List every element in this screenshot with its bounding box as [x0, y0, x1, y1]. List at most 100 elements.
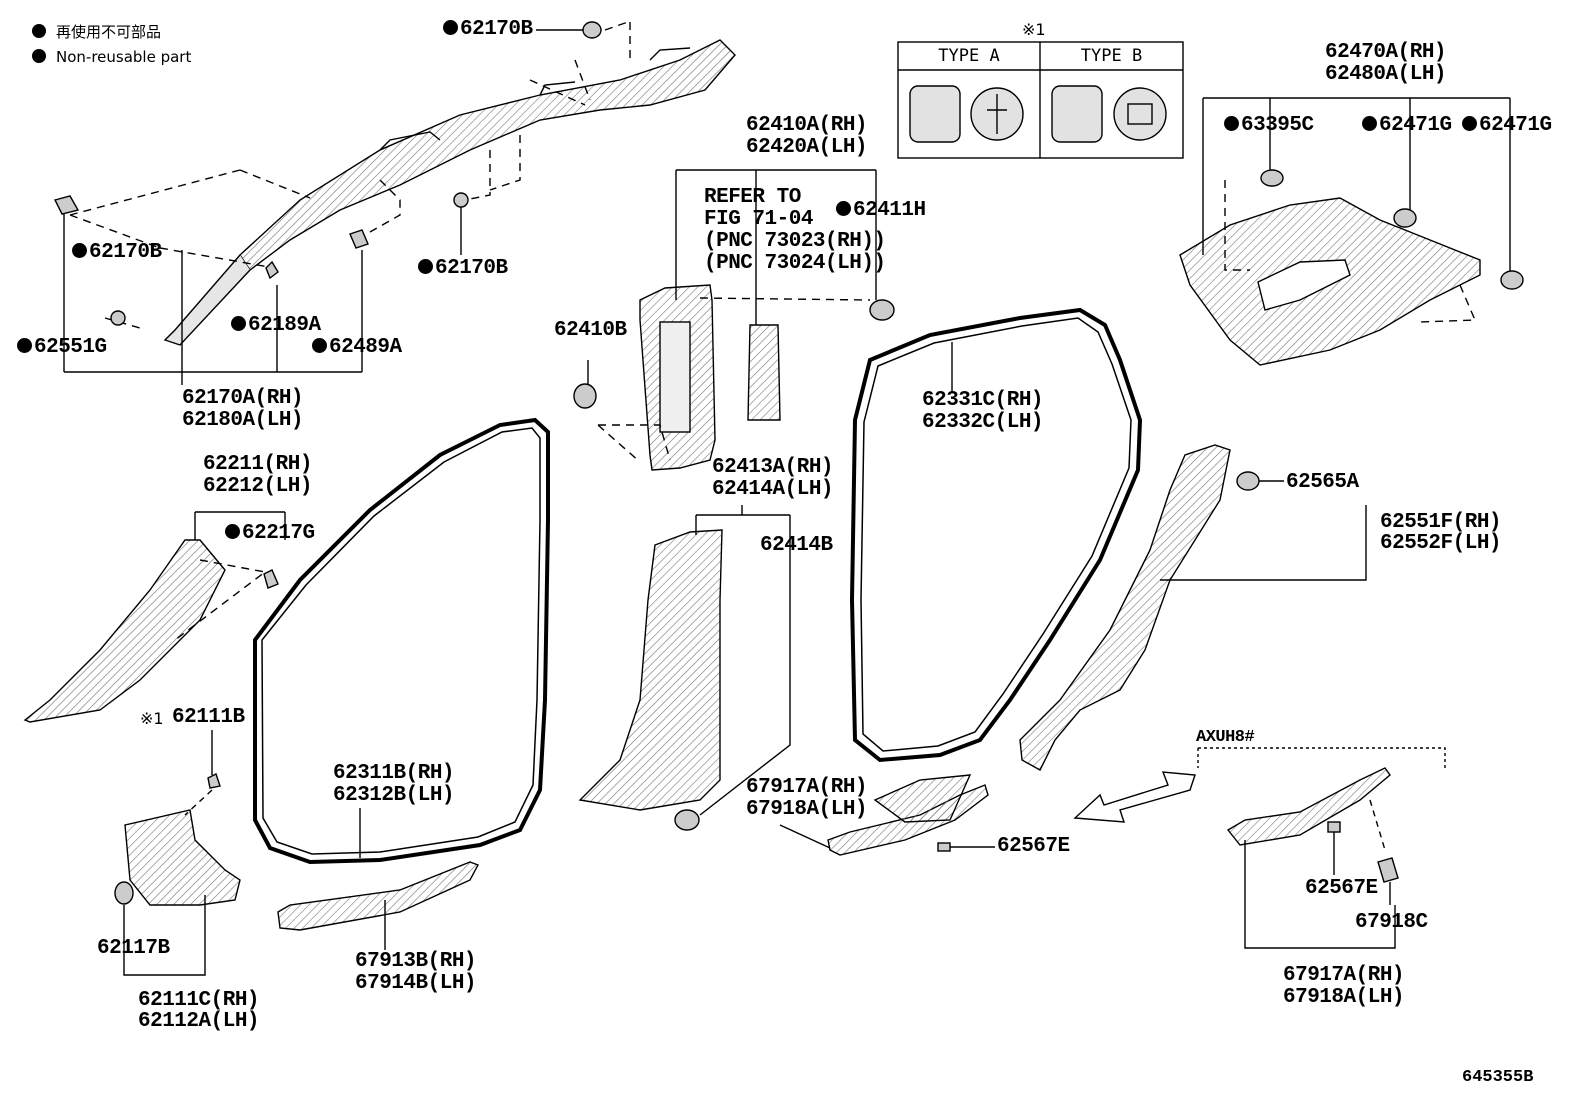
clip-62170B-top — [536, 21, 602, 39]
callout-62112A-lh: 62112A(LH) — [138, 1010, 260, 1033]
callout-62111C-rh: 62111C(RH) — [138, 989, 260, 1012]
type-table-note-mark: ※1 — [1022, 20, 1046, 39]
callout-62170B-left: 62170B — [72, 242, 162, 264]
legend-jp: 再使用不可部品 — [32, 24, 161, 40]
quarter-trim-panel — [1179, 197, 1481, 366]
non-reusable-dot-icon — [418, 259, 433, 274]
bracket-62170A — [64, 250, 363, 373]
callout-62410A-rh: 62410A(RH) — [746, 114, 868, 137]
type-b-label: TYPE B — [1080, 46, 1143, 66]
callout-text: 62471G — [1379, 114, 1452, 137]
type-a-label: TYPE A — [938, 46, 1000, 66]
callout-62489A: 62489A — [312, 337, 402, 359]
refer-note-line-3: (PNC 73023(RH)) — [704, 230, 886, 253]
callout-62551G: 62551G — [17, 337, 107, 359]
front-pillar-garnish — [23, 539, 226, 723]
cowl-side-trim — [124, 809, 241, 906]
callout-62180A-lh: 62180A(LH) — [182, 409, 304, 432]
callout-text: 62471G — [1479, 114, 1552, 137]
callout-62311B-rh: 62311B(RH) — [333, 762, 455, 785]
roof-dashed-guide — [69, 169, 311, 269]
axuh-arrow — [1073, 771, 1196, 823]
callout-text: 62189A — [248, 314, 321, 337]
clip-62567E — [937, 842, 951, 852]
roof-dashed-guide-2 — [529, 21, 631, 106]
bracket-62211 — [194, 511, 286, 540]
refer-note-line-4: (PNC 73024(LH)) — [704, 252, 886, 275]
non-reusable-dot-icon — [225, 524, 240, 539]
rear-scuff-plate — [827, 774, 989, 856]
non-reusable-dot-icon — [72, 243, 87, 258]
legend-en-text: Non-reusable part — [56, 48, 192, 66]
callout-62170B-top: 62170B — [443, 19, 533, 41]
callout-text: 62170B — [89, 241, 162, 264]
callout-text: 62170B — [460, 18, 533, 41]
non-reusable-dot-icon — [17, 338, 32, 353]
legend-jp-text: 再使用不可部品 — [56, 23, 162, 41]
clip-62170B-left — [110, 310, 126, 326]
non-reusable-dot-icon — [1362, 116, 1377, 131]
callout-62212-lh: 62212(LH) — [203, 475, 312, 498]
callout-text: 63395C — [1241, 114, 1314, 137]
callout-text: 62217G — [242, 522, 315, 545]
callout-63395C: 63395C — [1224, 115, 1314, 137]
center-pillar-lower-garnish — [578, 529, 723, 811]
callout-text: 62489A — [329, 336, 402, 359]
legend-en: Non-reusable part — [32, 49, 191, 65]
clip-62471G-1 — [1393, 208, 1417, 228]
callout-62111B-mark: ※1 — [140, 709, 164, 728]
callout-67918C: 67918C — [1355, 911, 1428, 934]
bracket-67917A-b — [1244, 840, 1396, 949]
callout-67918A-lh: 67918A(LH) — [746, 798, 868, 821]
callout-62189A: 62189A — [231, 315, 321, 337]
clip-62471G-2 — [1500, 270, 1524, 290]
callout-62410B: 62410B — [554, 319, 627, 342]
clip-62410B — [573, 360, 597, 409]
callout-axuh: AXUH8# — [1196, 728, 1255, 747]
clip-62551G — [53, 195, 80, 372]
roof-side-garnish-part — [163, 39, 736, 346]
non-reusable-dot-icon — [443, 20, 458, 35]
callout-62312B-lh: 62312B(LH) — [333, 784, 455, 807]
callout-62480A-lh: 62480A(LH) — [1325, 63, 1447, 86]
callout-67917A-rh: 67917A(RH) — [746, 776, 868, 799]
quarter-lower-trim — [1019, 444, 1231, 771]
callout-62552F-lh: 62552F(LH) — [1380, 532, 1502, 555]
callout-62567E-b: 62567E — [1305, 877, 1378, 900]
refer-note-line-2: FIG 71-04 — [704, 208, 813, 231]
callout-62331C-rh: 62331C(RH) — [922, 389, 1044, 412]
bracket-62551F — [1160, 505, 1367, 581]
callout-67917A-rh-b: 67917A(RH) — [1283, 964, 1405, 987]
callout-62413A-rh: 62413A(RH) — [712, 456, 834, 479]
non-reusable-dot-icon — [836, 201, 851, 216]
illustration-number: 645355B — [1462, 1068, 1534, 1087]
callout-62414A-lh: 62414A(LH) — [712, 478, 834, 501]
clip-63395C — [1260, 169, 1284, 187]
clip-62111B — [207, 773, 221, 789]
non-reusable-dot-icon — [32, 24, 46, 38]
callout-62420A-lh: 62420A(LH) — [746, 136, 868, 159]
center-pillar-upper-garnish — [639, 284, 716, 471]
callout-62567E: 62567E — [997, 835, 1070, 858]
bracket-62470A — [1202, 97, 1511, 272]
callout-62471G-1: 62471G — [1362, 115, 1452, 137]
non-reusable-dot-icon — [312, 338, 327, 353]
front-scuff-plate — [277, 861, 479, 931]
callout-62471G-2: 62471G — [1462, 115, 1552, 137]
non-reusable-dot-icon — [1462, 116, 1477, 131]
clip-62170B-mid — [453, 192, 469, 255]
clip-62489A — [349, 229, 369, 249]
callout-67914B-lh: 67914B(LH) — [355, 972, 477, 995]
callout-62332C-lh: 62332C(LH) — [922, 411, 1044, 434]
clip-62567E-b — [1327, 821, 1341, 833]
callout-62414B: 62414B — [760, 534, 833, 557]
clip-62411H — [869, 299, 895, 321]
callout-text: 62411H — [853, 199, 926, 222]
bracket-62111C — [123, 895, 206, 976]
clip-62217G — [263, 569, 279, 589]
non-reusable-dot-icon — [32, 49, 46, 63]
callout-62217G: 62217G — [225, 523, 315, 545]
callout-62111B: 62111B — [172, 706, 245, 729]
